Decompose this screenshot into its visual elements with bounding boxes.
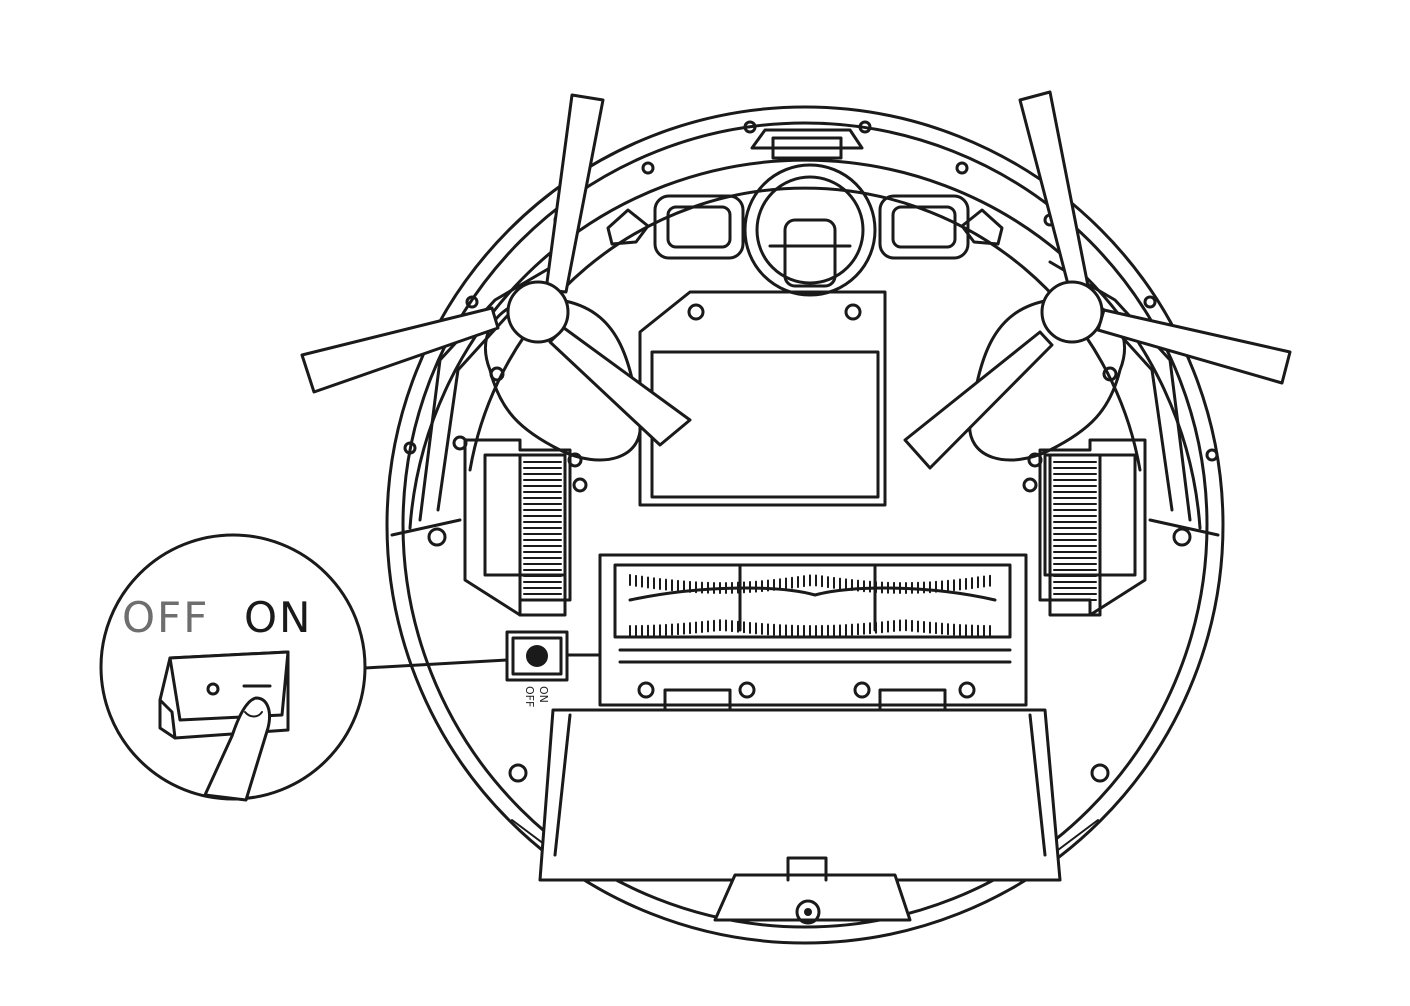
latch-screw xyxy=(795,899,821,925)
shell-rim xyxy=(401,121,1209,929)
callout-leader-line xyxy=(363,658,509,670)
bumper-seam xyxy=(390,518,1220,537)
side-brush-left xyxy=(300,93,692,447)
top-tab-slot xyxy=(771,136,843,160)
left-drive-wheel xyxy=(463,438,572,617)
switch-label-on: ON xyxy=(537,686,550,703)
battery-screw-left xyxy=(687,303,705,321)
front-sensor-right-lens xyxy=(891,205,957,249)
front-sensor-left xyxy=(653,194,745,260)
switch-callout: OFF ON xyxy=(99,533,367,802)
finger-pressing-icon xyxy=(203,696,271,802)
bumper-ring xyxy=(408,158,1202,530)
caster-wheel-ring xyxy=(755,175,865,285)
callout-on-label: ON xyxy=(244,593,312,642)
callout-off-label: OFF xyxy=(122,593,209,642)
power-switch-frame xyxy=(511,636,563,676)
dust-bin-edge-right xyxy=(1028,713,1047,857)
dust-bin-edge-left xyxy=(553,713,572,857)
power-switch-button[interactable] xyxy=(526,645,548,667)
dust-bin xyxy=(538,708,1062,882)
off-symbol-icon xyxy=(206,682,220,696)
side-brush-right xyxy=(903,90,1292,470)
switch-label-off: OFF xyxy=(523,686,536,707)
battery-screw-right xyxy=(844,303,862,321)
front-sensor-left-lens xyxy=(666,205,732,249)
main-brush-bristles xyxy=(629,574,991,637)
bottom-latch xyxy=(713,873,912,922)
power-switch[interactable] xyxy=(505,630,602,682)
caster-wheel-housing xyxy=(743,163,877,297)
caster-wheel xyxy=(783,218,837,288)
battery-cover xyxy=(638,290,887,507)
robot-body: ON OFF xyxy=(300,90,1292,945)
right-drive-wheel xyxy=(1038,438,1147,617)
left-rail-inner xyxy=(436,313,510,512)
outer-shell xyxy=(385,105,1225,945)
fingernail-icon xyxy=(244,711,263,718)
main-brush-core xyxy=(628,586,997,602)
latch-clip xyxy=(786,856,828,882)
rocker-switch[interactable] xyxy=(158,650,290,740)
cliff-sensor-left xyxy=(606,208,650,246)
top-tab xyxy=(750,128,864,150)
front-sensor-right xyxy=(878,194,970,260)
main-brush-housing xyxy=(598,553,1028,717)
